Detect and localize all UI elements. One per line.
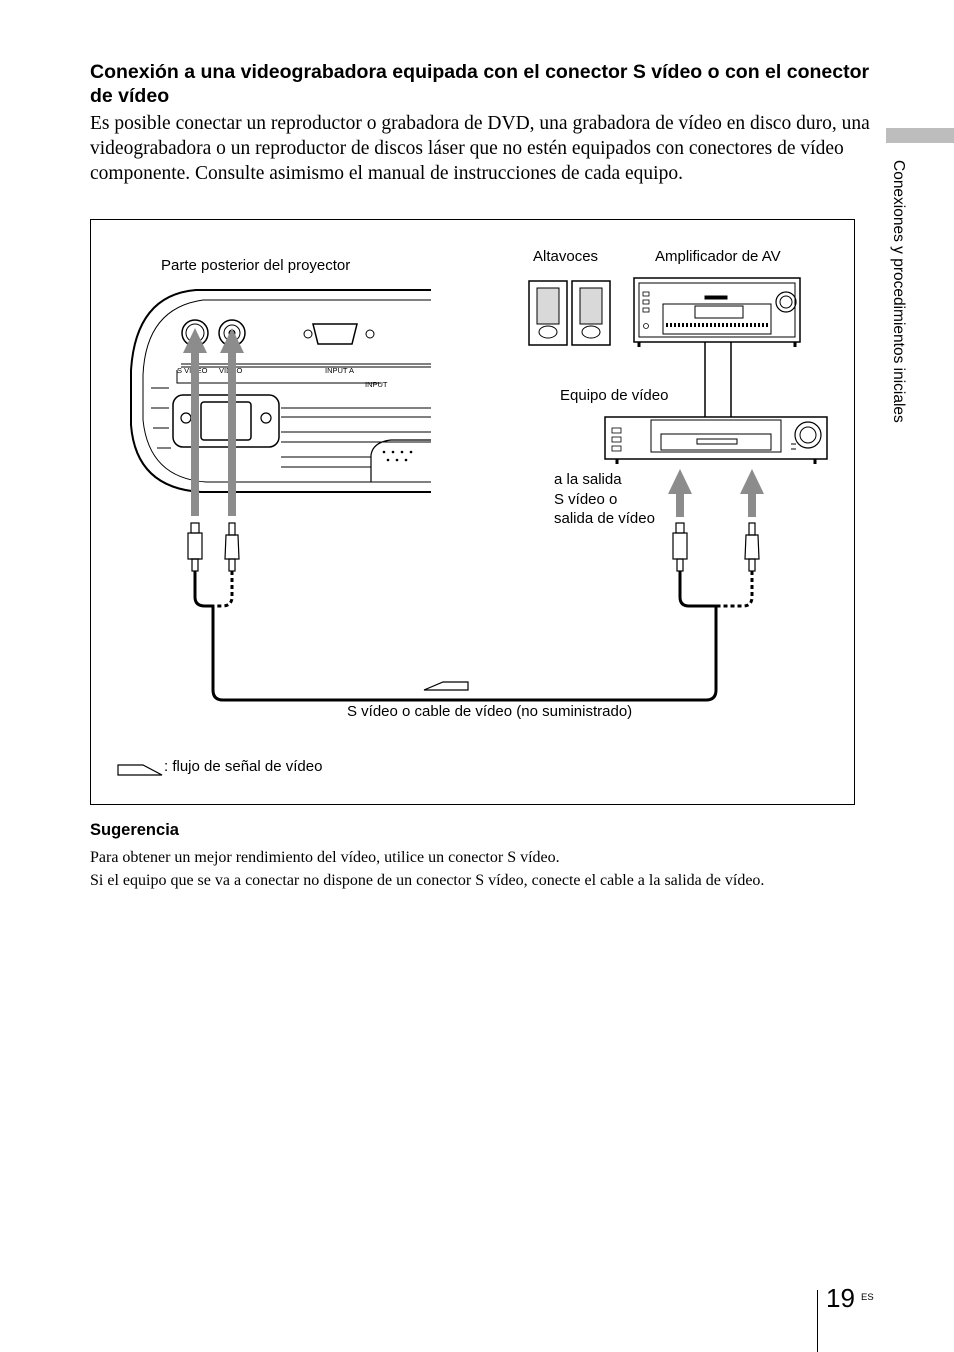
svideo-plug-projector [187, 522, 203, 572]
output-label-line1: a la salida [554, 471, 622, 488]
output-label-line2: S vídeo o [554, 491, 618, 508]
legend-label: : flujo de señal de vídeo [164, 758, 323, 775]
projector-label: Parte posterior del proyector [161, 257, 351, 274]
tip-line-2: Si el equipo que se va a conectar no dis… [90, 872, 765, 889]
signal-arrow-svideo-in [183, 328, 207, 516]
speaker-left [528, 280, 568, 346]
intro-paragraph: Es posible conectar un reproductor o gra… [90, 113, 870, 184]
amplifier-label: Amplificador de AV [655, 248, 781, 265]
tip-heading: Sugerencia [90, 821, 179, 839]
svideo-plug-equipment [672, 522, 688, 572]
tip-line-1: Para obtener un mejor rendimiento del ví… [90, 849, 560, 866]
cable [193, 571, 754, 702]
page-number: 19 [826, 1283, 855, 1313]
video-plug-projector [224, 522, 240, 572]
amp-to-video-connection [704, 342, 732, 417]
projector-rear-panel [130, 289, 431, 493]
connection-diagram: S VIDEO VIDEO INPUT A INPUT [90, 219, 855, 805]
port-label-input: INPUT [365, 380, 388, 389]
speaker-right [571, 280, 611, 346]
signal-arrow-video-in [220, 328, 244, 516]
tip-paragraph: Para obtener un mejor rendimiento del ví… [90, 846, 870, 892]
port-label-input-a: INPUT A [325, 366, 354, 375]
av-amplifier [633, 277, 801, 347]
cable-label: S vídeo o cable de vídeo (no suministrad… [347, 703, 633, 720]
chapter-tab-marker [886, 128, 954, 143]
signal-flow-symbol [423, 681, 469, 691]
diagram-drawing: S VIDEO VIDEO INPUT A INPUT [117, 277, 828, 776]
page-language-code: ES [861, 1292, 874, 1303]
page-number-rule [817, 1290, 818, 1352]
rgb-input-port [303, 323, 375, 345]
section-heading: Conexión a una videograbadora equipada c… [90, 61, 870, 107]
signal-arrow-svideo-out [668, 469, 692, 517]
video-equipment-label: Equipo de vídeo [560, 387, 669, 404]
chapter-sidebar-label: Conexiones y procedimientos iniciales [890, 160, 907, 423]
signal-arrow-video-out [740, 469, 764, 517]
legend-symbol [117, 764, 163, 776]
speakers-label: Altavoces [533, 248, 599, 265]
output-label-line3: salida de vídeo [554, 510, 655, 527]
video-equipment [604, 416, 828, 464]
video-plug-equipment [744, 522, 760, 572]
